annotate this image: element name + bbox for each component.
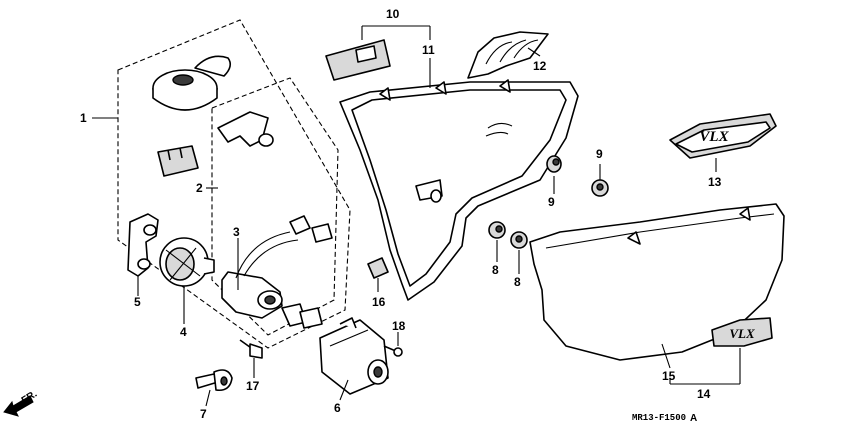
callout-15: 15 [662,369,676,383]
bolt-18 [383,345,403,357]
bracket [127,213,159,277]
rubber-block [157,145,199,177]
cover-emblem-10 [325,39,391,81]
lock-cap [152,55,232,111]
callout-numbers: 1 2 3 4 5 6 7 8 8 9 9 10 11 12 13 14 15 … [80,7,722,421]
callout-12: 12 [533,59,547,73]
grommet-9b [591,179,609,197]
diagram-code-text: MR13-F1500 [632,413,686,423]
vlx-emblem-14-text: VLX [729,326,755,341]
callout-6: 6 [334,401,341,415]
front-arrow-icon [3,395,34,417]
vlx-emblem-13: VLX [669,113,777,159]
callout-13: 13 [708,175,722,189]
callout-5: 5 [134,295,141,309]
switch-housing [319,317,389,395]
callout-1: 1 [80,111,87,125]
grommet-9a [546,155,562,173]
script-emblem-12 [467,31,549,79]
group-outline-2 [211,77,339,336]
callout-10: 10 [386,7,400,21]
lock-body [159,237,215,287]
screw-17 [239,339,263,359]
vlx-emblem-14: VLX [711,317,773,347]
ignition-switch [221,215,333,329]
callout-11: 11 [422,43,435,57]
callout-14: 14 [697,387,711,401]
grommet-8b [510,231,528,249]
key [195,369,233,392]
left-side-cover [339,79,579,301]
callout-17: 17 [246,379,260,393]
callout-8a: 8 [492,263,499,277]
right-side-cover [529,203,785,361]
callout-2: 2 [196,181,203,195]
callout-8b: 8 [514,275,521,289]
callout-4: 4 [180,325,187,339]
front-direction-arrow: FR. [3,389,39,417]
grommet-8a [488,221,506,239]
pad-16 [367,257,389,279]
callout-3: 3 [233,225,240,239]
diagram-code-suffix: A [690,413,697,424]
diagram-code: MR13-F1500 A [632,413,697,424]
lock-clip [217,111,274,147]
callout-16: 16 [372,295,386,309]
group-outline-1 [117,19,351,349]
callout-9a: 9 [548,195,555,209]
leader-lines [92,25,741,407]
callout-9b: 9 [596,147,603,161]
callout-7: 7 [200,407,207,421]
callout-18: 18 [392,319,406,333]
vlx-emblem-13-text: VLX [699,129,729,145]
